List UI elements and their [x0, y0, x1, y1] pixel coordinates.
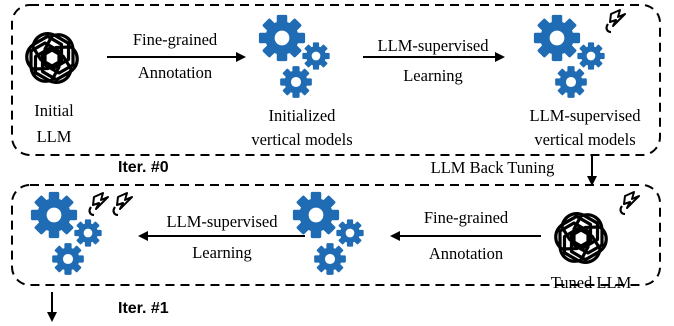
gears-icon: [259, 15, 330, 98]
edge-label-top: Fine-grained: [132, 30, 218, 49]
edge-label-bottom: Annotation: [137, 63, 213, 82]
node-label: Initial LLM: [34, 101, 74, 146]
edge-label-bottom: Learning: [403, 66, 463, 85]
gears-icon: [534, 15, 605, 98]
iteration-1-box: [11, 184, 661, 286]
edge-label-top: LLM-supervised: [377, 36, 489, 55]
iteration-label: Iter. #0: [118, 159, 169, 176]
small-openai-icon: [619, 190, 641, 216]
edge-label-bottom: Annotation: [428, 244, 504, 263]
node-label: LLM-supervised vertical models: [529, 106, 641, 149]
edge-label-top: Fine-grained: [423, 208, 509, 227]
transition-label: LLM Back Tuning: [430, 158, 555, 177]
edge-label-bottom: Learning: [192, 243, 252, 262]
iteration-0-box: [11, 4, 661, 156]
node-label: Tuned LLM: [550, 273, 632, 292]
openai-logo-icon: [548, 206, 614, 270]
small-openai-icon: [112, 191, 134, 217]
small-openai-icon: [605, 8, 627, 34]
edge-label-top: LLM-supervised: [166, 212, 278, 231]
small-openai-icon: [88, 191, 110, 217]
openai-logo-icon: [19, 26, 85, 90]
gears-icon: [31, 192, 102, 275]
node-label: Initialized vertical models: [251, 106, 353, 149]
iteration-label: Iter. #1: [118, 300, 169, 317]
